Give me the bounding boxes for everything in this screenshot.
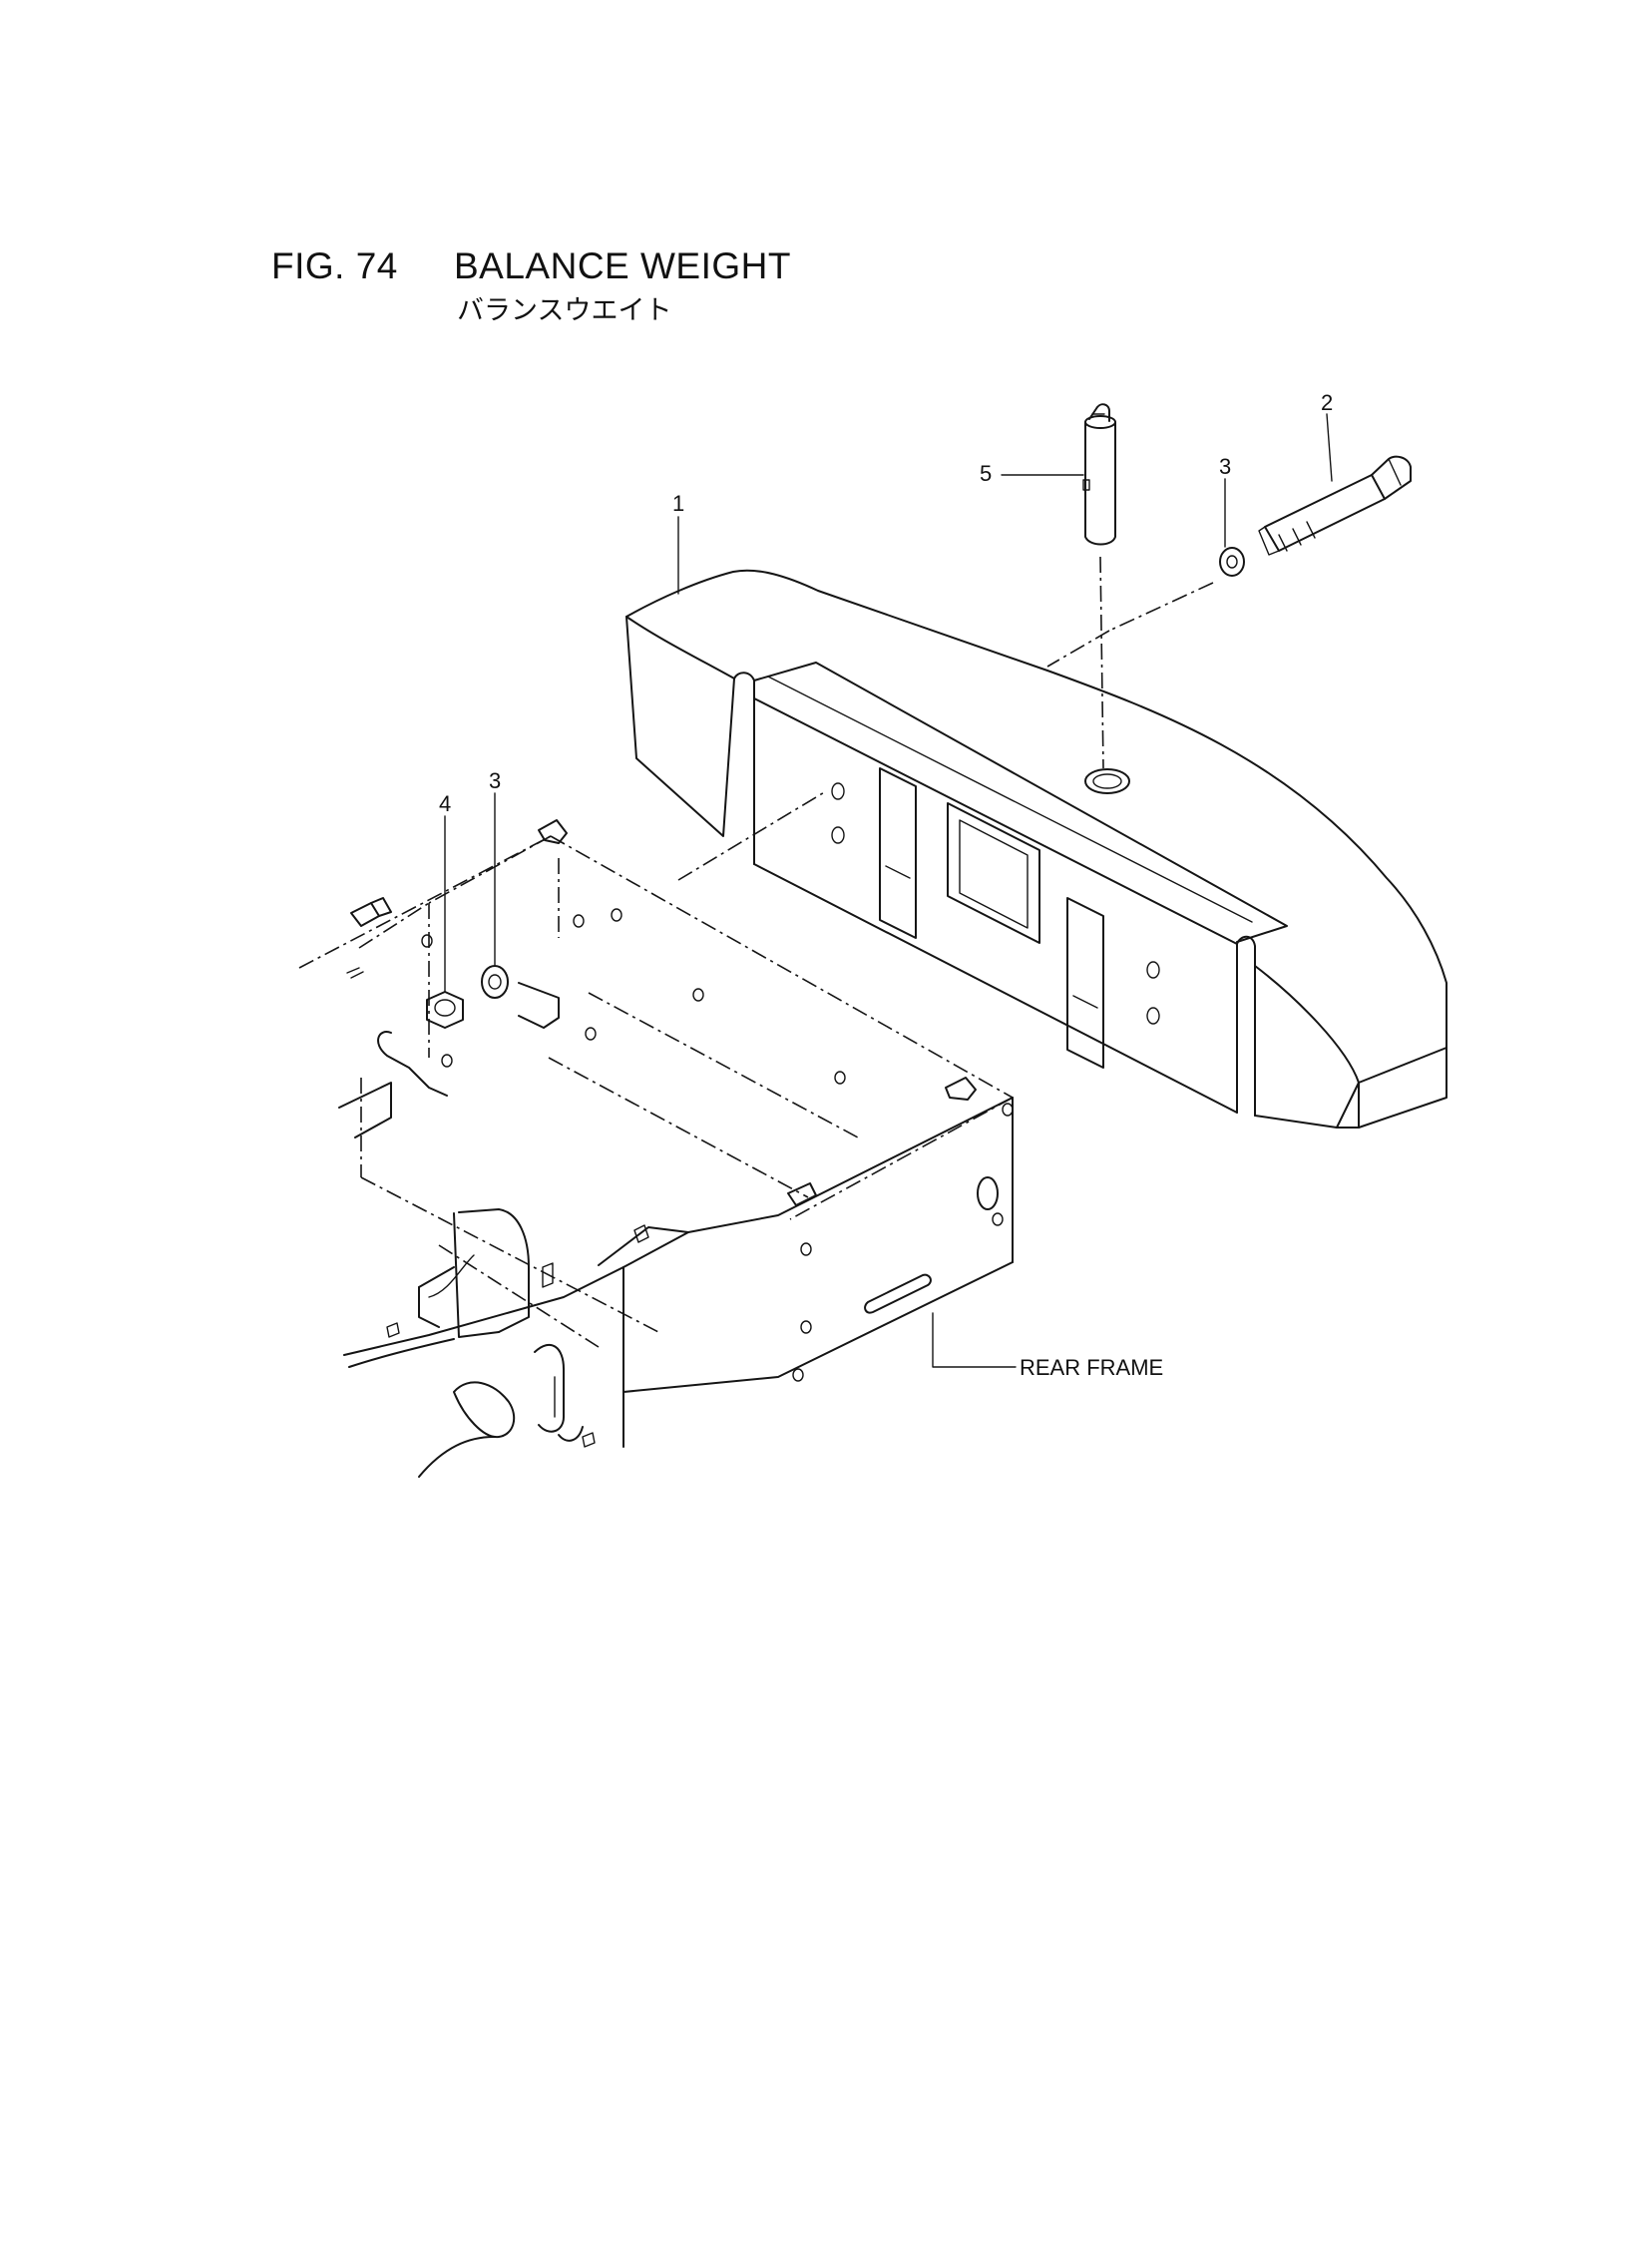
- callout-3-upper: 3: [1219, 454, 1232, 479]
- washer-part-upper: [1219, 478, 1245, 577]
- figure-subtitle: バランスウエイト: [457, 295, 672, 326]
- rear-frame-part: [298, 819, 1017, 1478]
- figure-title: BALANCE WEIGHT: [454, 245, 791, 286]
- washer-nut-parts-lower: [426, 790, 827, 1029]
- callout-1: 1: [672, 491, 685, 516]
- bolt-part: [1046, 413, 1412, 668]
- figure-number: FIG. 74: [271, 245, 398, 286]
- lock-pin-part: [1001, 403, 1116, 769]
- rear-frame-label: REAR FRAME: [1020, 1355, 1164, 1380]
- callout-2: 2: [1321, 390, 1334, 415]
- callout-3-lower: 3: [489, 768, 502, 793]
- callout-4: 4: [439, 791, 452, 816]
- callout-5: 5: [980, 461, 993, 486]
- balance-weight-part: [625, 516, 1447, 1129]
